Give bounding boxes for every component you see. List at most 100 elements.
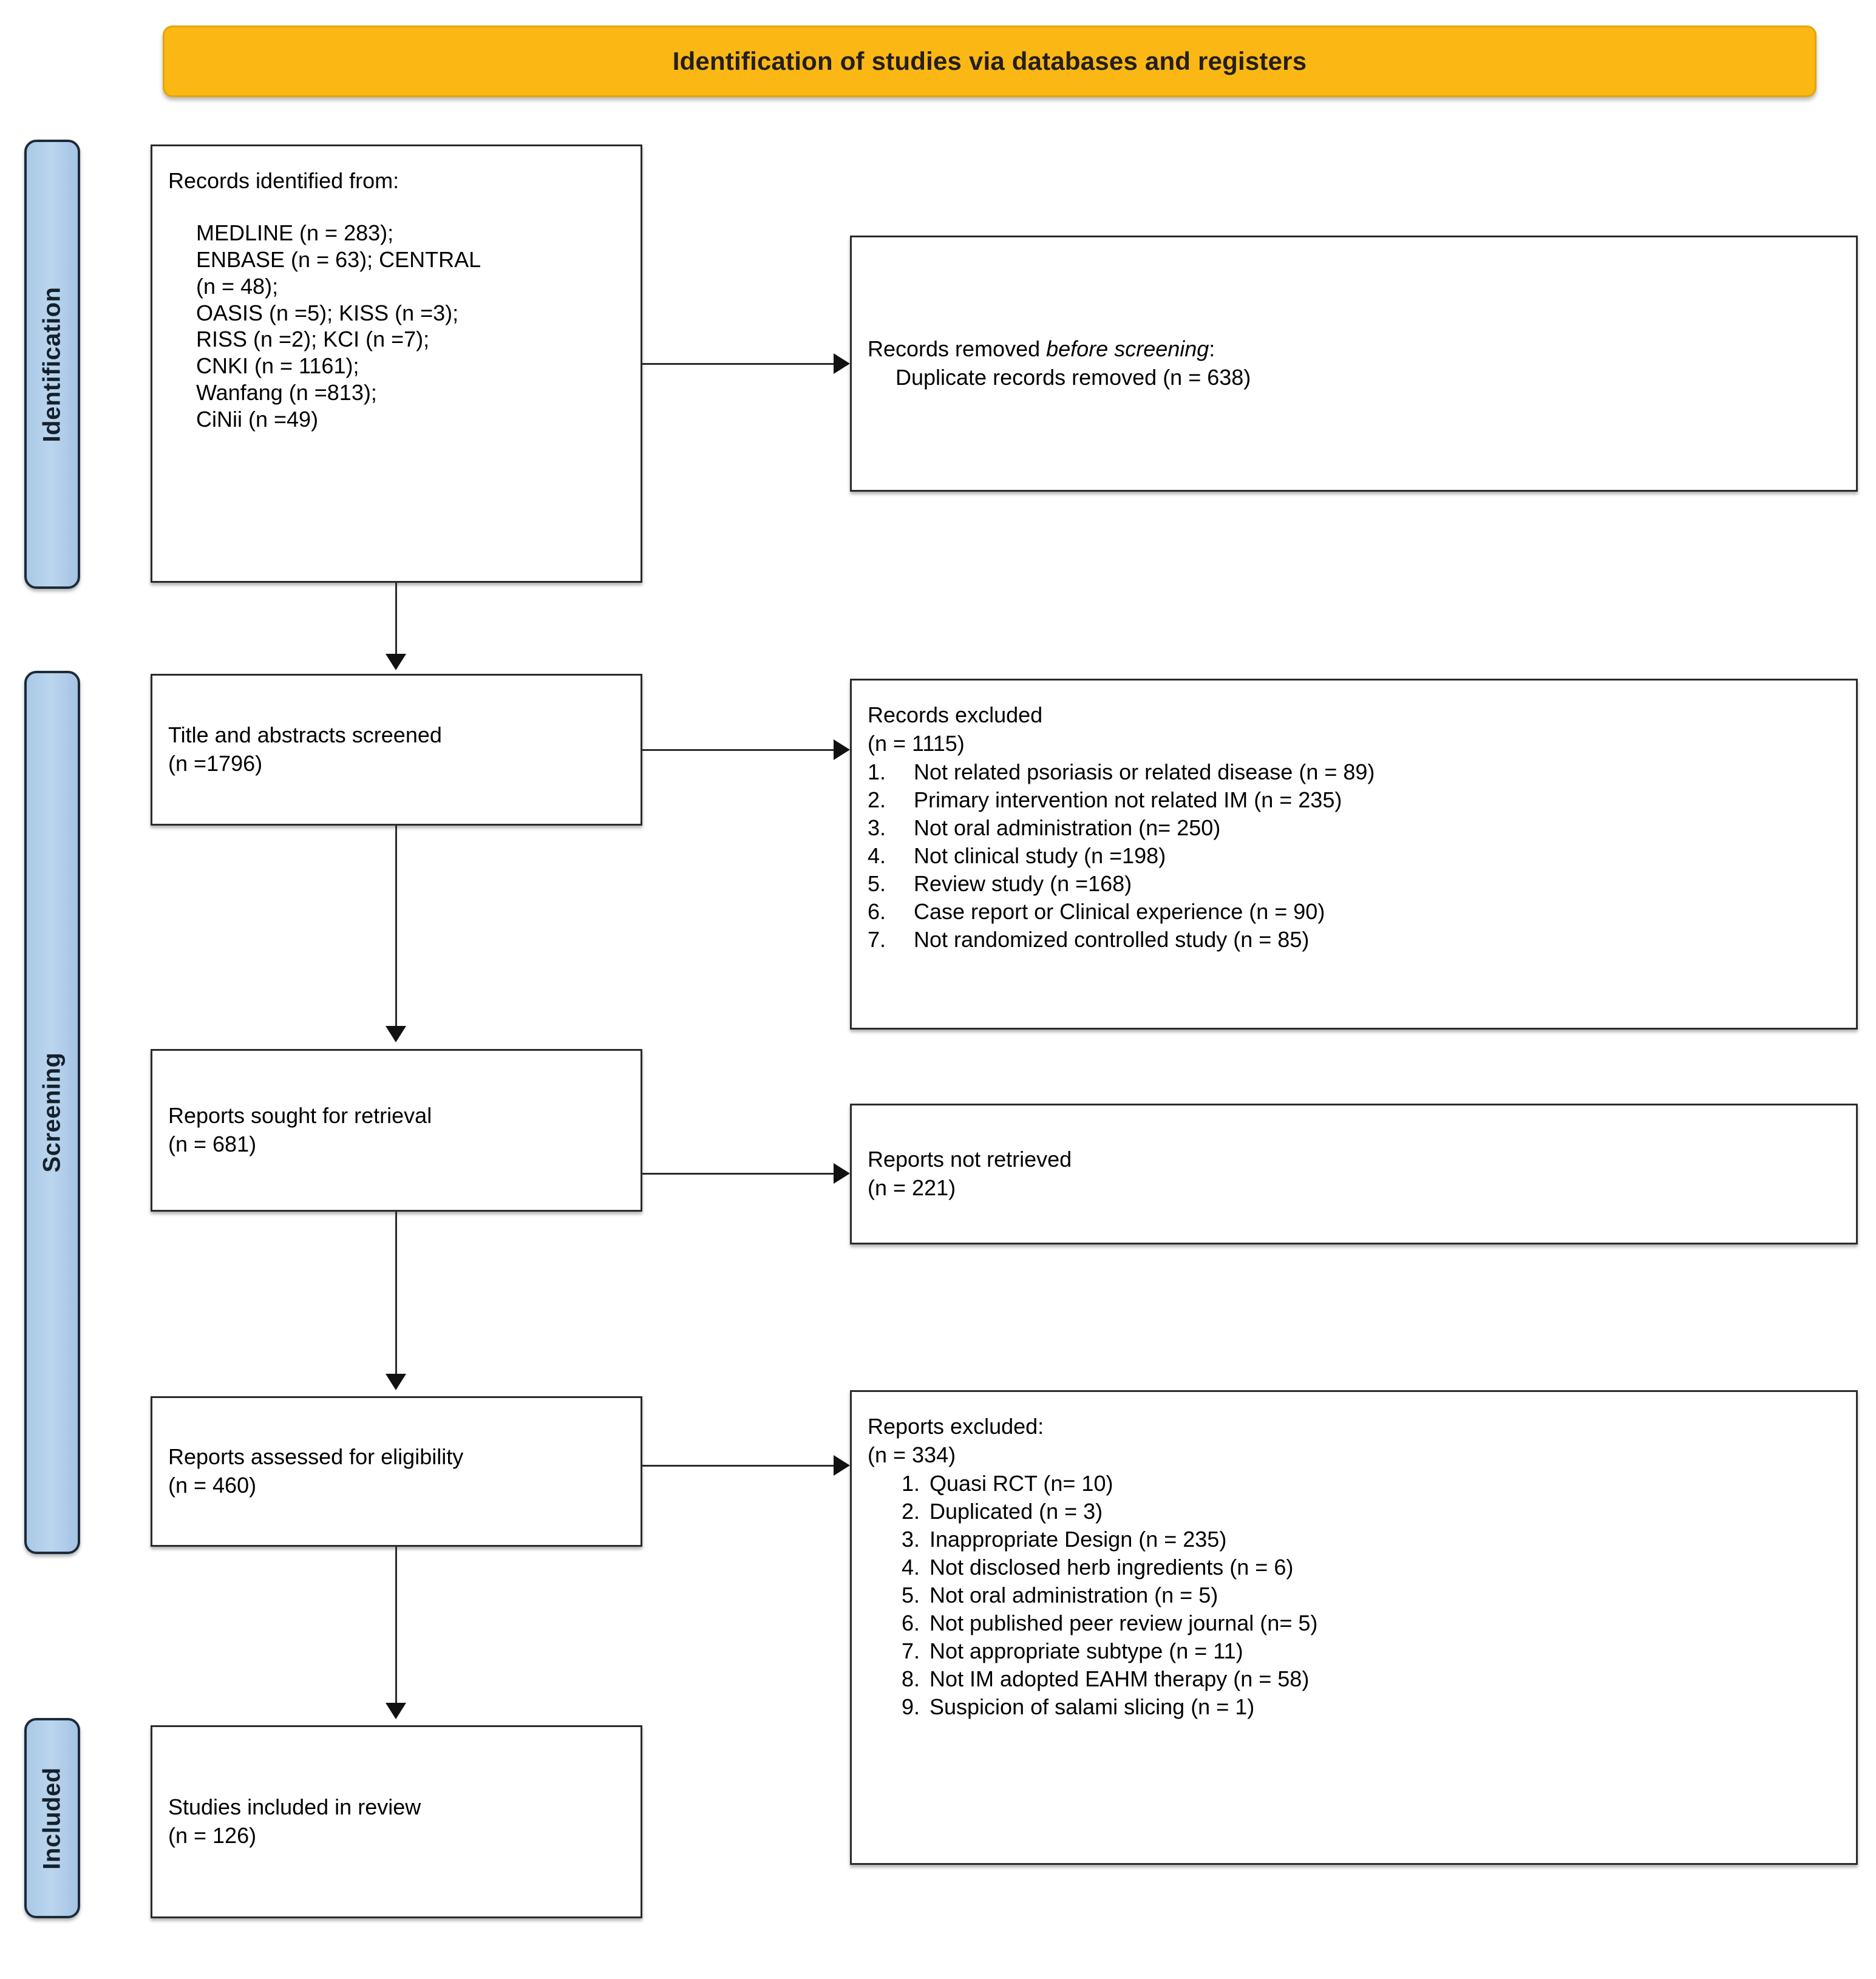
records-removed-heading: Records removed before screening: [868, 335, 1840, 364]
list-item-text: Suspicion of salami slicing (n = 1) [930, 1694, 1255, 1720]
list-item: 4. Not clinical study (n =198) [868, 842, 1840, 870]
list-item-number: 1. [868, 759, 886, 784]
list-item-number: 5. [868, 871, 886, 896]
list-item-number: 3. [902, 1526, 920, 1552]
list-item: 7. Not randomized controlled study (n = 8… [868, 926, 1840, 954]
records-removed-heading-italic: before screening [1046, 336, 1209, 362]
connector-identified-to-removed [642, 363, 834, 365]
arrowhead-identified-to-screened [386, 654, 406, 670]
list-item-text: Not disclosed herb ingredients (n = 6) [930, 1554, 1294, 1580]
list-item-text: Not randomized controlled study (n = 85) [914, 927, 1310, 952]
reports-excluded-list: 1.Quasi RCT (n= 10) 2. Duplicated (n = 3)… [868, 1470, 1840, 1722]
connector-screened-to-sought [395, 826, 397, 1026]
list-item-number: 2. [868, 787, 886, 812]
list-item: 9. Suspicion of salami slicing (n = 1) [902, 1693, 1840, 1721]
list-item: 8. Not IM adopted EAHM therapy (n = 58) [902, 1665, 1840, 1693]
included-count: (n = 126) [168, 1823, 257, 1848]
list-item: 2. Duplicated (n = 3) [902, 1498, 1840, 1526]
list-item: 1. Not related psoriasis or related disea… [868, 758, 1840, 786]
box-records-identified: Records identified from: MEDLINE (n = 28… [151, 144, 642, 583]
list-item-number: 6. [902, 1610, 920, 1635]
list-item-text: Primary intervention not related IM (n =… [914, 787, 1342, 812]
list-item-number: 9. [902, 1694, 920, 1720]
connector-sought-to-not-retrieved [642, 1173, 834, 1175]
records-removed-heading-suffix: : [1209, 336, 1215, 362]
stage-bar-screening: Screening [24, 671, 80, 1554]
list-item-text: Not oral administration (n= 250) [914, 815, 1221, 840]
records-excluded-list: 1. Not related psoriasis or related disea… [868, 758, 1840, 954]
box-reports-sought-for-retrieval: Reports sought for retrieval (n = 681) [151, 1049, 642, 1212]
source-line: (n = 48); [196, 273, 279, 299]
stage-bar-identification: Identification [24, 140, 80, 589]
list-item: 1.Quasi RCT (n= 10) [902, 1470, 1840, 1498]
list-item-text: Not oral administration (n = 5) [930, 1582, 1218, 1607]
connector-screened-to-records-excluded [642, 749, 834, 751]
source-line: CNKI (n = 1161); [196, 353, 359, 379]
list-item-number: 7. [868, 927, 886, 952]
list-item-number: 4. [902, 1554, 920, 1580]
records-removed-heading-prefix: Records removed [868, 336, 1047, 362]
assessed-count: (n = 460) [168, 1473, 257, 1498]
connector-identified-to-screened [395, 583, 397, 654]
list-item: 5. Not oral administration (n = 5) [902, 1581, 1840, 1609]
box-studies-included-in-review: Studies included in review (n = 126) [151, 1725, 642, 1918]
box-records-removed: Records removed before screening: Duplic… [850, 236, 1858, 492]
duplicate-records-removed: Duplicate records removed (n = 638) [896, 365, 1251, 390]
arrowhead-screened-to-records-excluded [834, 739, 850, 760]
arrowhead-assessed-to-reports-excluded [834, 1455, 850, 1476]
list-item: 2. Primary intervention not related IM (n… [868, 786, 1840, 814]
sought-count: (n = 681) [168, 1132, 257, 1156]
list-item-number: 3. [868, 815, 886, 840]
screened-label: Title and abstracts screened [168, 722, 442, 748]
list-item-text: Not appropriate subtype (n = 11) [930, 1638, 1243, 1664]
list-item: 3. Not oral administration (n= 250) [868, 814, 1840, 842]
list-item-text: Not related psoriasis or related disease… [914, 759, 1375, 784]
box-title-abstracts-screened: Title and abstracts screened (n =1796) [151, 674, 642, 826]
list-item-text: Inappropriate Design (n = 235) [930, 1526, 1227, 1552]
list-item: 3. Inappropriate Design (n = 235) [902, 1526, 1840, 1553]
list-item: 6. Not published peer review journal (n= … [902, 1609, 1840, 1637]
arrowhead-sought-to-not-retrieved [834, 1163, 850, 1184]
list-item-text: Not clinical study (n =198) [914, 843, 1166, 868]
list-item-number: 2. [902, 1498, 920, 1524]
reports-excluded-heading: Reports excluded: [868, 1414, 1044, 1439]
screened-count: (n =1796) [168, 751, 263, 776]
source-line: CiNii (n =49) [196, 407, 319, 432]
list-item-number: 4. [868, 843, 886, 868]
reports-excluded-count: (n = 334) [868, 1442, 956, 1467]
stage-label-screening: Screening [38, 1052, 66, 1173]
source-line: MEDLINE (n = 283); [196, 220, 394, 245]
not-retrieved-label: Reports not retrieved [868, 1147, 1072, 1172]
records-excluded-heading: Records excluded [868, 702, 1043, 727]
list-item: 4. Not disclosed herb ingredients (n = 6) [902, 1553, 1840, 1581]
list-item: 5. Review study (n =168) [868, 870, 1840, 898]
connector-sought-to-assessed [395, 1212, 397, 1374]
list-item-text: Not IM adopted EAHM therapy (n = 58) [930, 1666, 1310, 1692]
source-line: OASIS (n =5); KISS (n =3); [196, 300, 459, 325]
diagram-header-banner: Identification of studies via databases … [163, 25, 1817, 97]
sought-label: Reports sought for retrieval [168, 1103, 432, 1129]
list-item-number: 8. [902, 1666, 920, 1692]
list-item-text: Case report or Clinical experience (n = … [914, 898, 1325, 924]
box-reports-assessed-for-eligibility: Reports assessed for eligibility (n = 46… [151, 1396, 642, 1547]
list-item-number: 5. [902, 1582, 920, 1607]
box-records-excluded: Records excluded (n = 1115) 1. Not relate… [850, 679, 1858, 1030]
list-item-number: 6. [868, 898, 886, 924]
connector-assessed-to-included [395, 1547, 397, 1703]
banner-title: Identification of studies via databases … [672, 47, 1307, 75]
included-label: Studies included in review [168, 1794, 421, 1820]
records-excluded-count: (n = 1115) [868, 730, 965, 756]
connector-assessed-to-reports-excluded [642, 1465, 834, 1467]
list-item-text: Duplicated (n = 3) [930, 1498, 1103, 1524]
stage-label-included: Included [38, 1767, 66, 1870]
records-identified-heading: Records identified from: [168, 168, 399, 193]
arrowhead-screened-to-sought [386, 1026, 406, 1042]
list-item-text: Not published peer review journal (n= 5) [930, 1610, 1318, 1635]
list-item-text: Review study (n =168) [914, 871, 1132, 896]
source-line: ENBASE (n = 63); CENTRAL [196, 246, 481, 272]
list-item-number: 7. [902, 1638, 920, 1664]
arrowhead-identified-to-removed [834, 353, 850, 374]
source-line: Wanfang (n =813); [196, 380, 377, 406]
list-item: 7. Not appropriate subtype (n = 11) [902, 1637, 1840, 1665]
